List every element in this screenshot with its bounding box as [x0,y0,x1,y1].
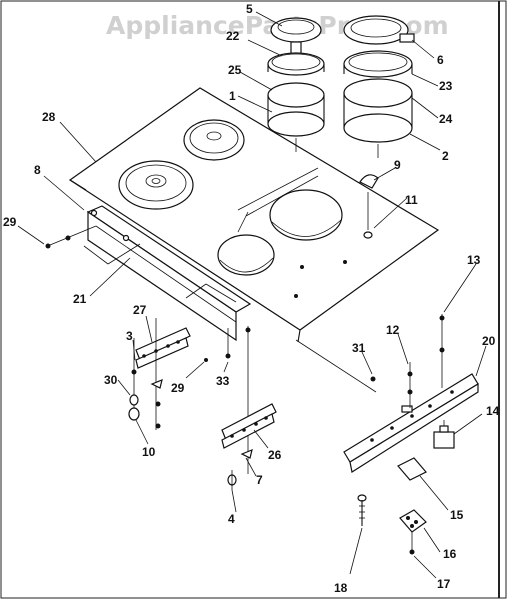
callout-12: 12 [386,323,400,337]
knob-bracket-left [135,327,191,369]
callout-33: 33 [216,374,230,388]
callout-23: 23 [439,79,453,93]
burner-opening-large [269,189,343,241]
callout-29b: 29 [171,381,185,395]
callout-27: 27 [133,303,147,317]
callout-30: 30 [104,373,118,387]
leader-lines [17,11,487,579]
screw-icon [45,243,51,249]
callout-6: 6 [437,53,444,67]
screw-icon [225,353,231,359]
callout-20: 20 [482,334,496,348]
callout-3: 3 [126,329,133,343]
screw-icon [245,327,251,333]
terminal-block [399,509,427,533]
left-bracket [86,205,252,342]
clip-part [150,379,163,389]
insulation-plate [397,457,427,481]
switch-knob [128,407,140,421]
panel-dot [294,294,298,298]
callout-9: 9 [394,158,401,172]
callout-24: 25 [228,63,242,77]
screw-icon [65,235,71,241]
screw-icon [204,358,208,362]
burner-stack-left [267,17,325,152]
screw-icon [439,347,445,353]
callout-25: 24 [439,112,453,126]
panel-dot [343,260,347,264]
callout-13: 13 [467,253,481,267]
burner-opening-small [217,234,275,276]
callout-17: 17 [437,577,451,591]
screw-icon [155,423,161,429]
callout-4: 4 [228,512,235,526]
switch-knob [129,394,139,406]
burner-grommet [363,231,373,239]
callout-16: 16 [443,547,457,561]
callout-26: 26 [268,448,282,462]
callout-5: 5 [246,2,253,16]
screw-icon [155,401,161,407]
callout-15: 15 [450,508,464,522]
callout-29: 29 [3,215,17,229]
panel-dot [300,265,304,269]
callout-31: 31 [352,341,366,355]
callout-1: 1 [229,89,236,103]
screw-icon [439,315,445,321]
callout-21: 21 [73,292,87,306]
callout-7: 7 [256,473,263,487]
callout-2: 2 [442,149,449,163]
burner-stack-right [343,15,415,158]
cooktop-panel [68,87,440,343]
screw-icon [407,371,413,377]
callout-28: 28 [42,110,56,124]
screw-icon [131,369,137,375]
knob-bracket-right [221,403,277,449]
screw-icon [407,389,413,395]
burner-element-front [118,160,194,210]
callout-18: 18 [334,581,348,595]
screw-icon [409,549,415,555]
screw-icon [370,376,376,382]
callout-10: 10 [142,445,156,459]
rear-bracket [343,373,479,473]
long-screw [357,494,367,526]
callout-14: 14 [486,404,500,418]
clip-part [240,449,253,459]
callout-labels: 28 8 29 21 5 22 25 1 6 23 24 2 9 11 27 3… [3,2,500,595]
infinite-switch [433,420,455,449]
callout-8: 8 [34,163,41,177]
callout-22: 22 [226,29,240,43]
callout-11: 11 [405,193,418,207]
burner-element-rear [183,119,245,161]
